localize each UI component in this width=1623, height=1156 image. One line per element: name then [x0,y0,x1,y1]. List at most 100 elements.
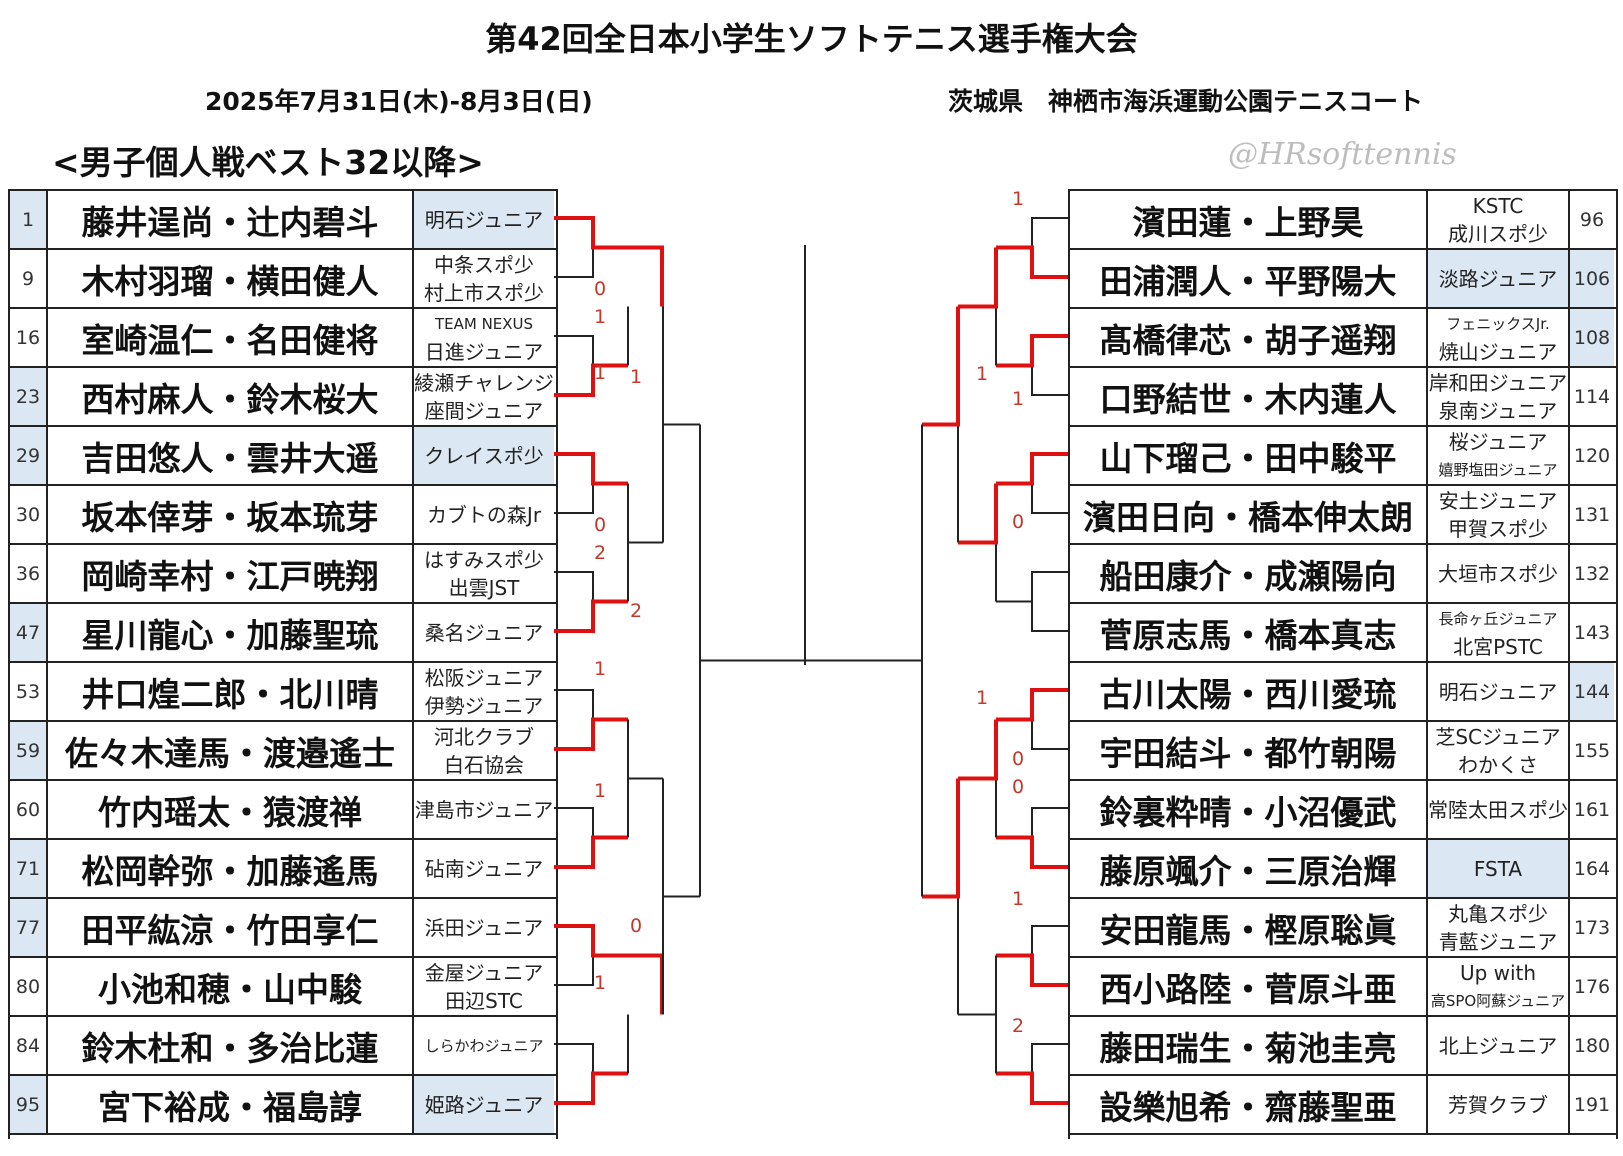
bracket-line [554,335,594,366]
event-venue: 茨城県 神栖市海浜運動公園テニスコート [948,87,1424,116]
winner-line [958,247,998,309]
club-name: 砧南ジュニア [414,840,554,897]
bracket-line [699,424,805,897]
club-line: 浜田ジュニア [424,915,544,940]
bracket-line [662,306,700,543]
seed-number: 176 [1573,975,1611,998]
match-score: 0 [1012,776,1024,798]
match-score: 2 [1012,1015,1024,1037]
bracket-line [1031,807,1068,838]
club-line: 村上市スポ少 [424,280,544,305]
seed-number: 71 [10,840,46,897]
player-names: 安田龍馬・樫原聡眞 [1099,910,1397,950]
cell-divider [1426,486,1428,543]
cell-divider [46,781,48,838]
cell-divider [46,840,48,897]
winner-line [996,452,1068,486]
winner-line [554,216,628,250]
club-name: 津島市ジュニア [414,781,554,838]
bracket-line [662,778,700,1015]
seed-number: 143 [1573,621,1611,644]
club-line: 焼山ジュニア [1438,339,1558,364]
cell-divider [412,722,414,779]
cell-divider [1426,250,1428,307]
club-line: 姫路ジュニア [424,1092,544,1117]
cell-divider [1426,958,1428,1015]
seed-number: 23 [10,368,46,425]
player-names: 佐々木達馬・渡邉遙士 [65,733,395,773]
cell-divider [1426,1076,1428,1133]
winner-line [958,719,998,781]
winner-line [628,953,664,1015]
player-names: 吉田悠人・雲井大遥 [81,438,379,478]
player-names: 鈴裏粋晴・小沼優武 [1099,792,1397,832]
club-line: 明石ジュニア [1438,679,1558,704]
club-line: Up with [1459,960,1537,985]
bracket-line [554,247,594,278]
seed-number: 60 [15,798,41,821]
player-names: 藤井逞尚・辻内碧斗 [81,202,379,242]
cell-divider [412,1076,414,1133]
seed-number: 161 [1573,798,1611,821]
club-name: 中条スポ少村上市スポ少 [414,250,554,307]
cell-divider [1426,427,1428,484]
club-line: 甲賀スポ少 [1448,516,1548,541]
winner-line [958,483,998,545]
cell-divider [1426,840,1428,897]
club-name: 大垣市スポ少 [1428,545,1568,602]
club-name: 長命ヶ丘ジュニア北宮PSTC [1428,604,1568,661]
club-name: 姫路ジュニア [414,1076,554,1133]
player-names: 西村麻人・鈴木桜大 [81,379,379,419]
match-score: 1 [594,972,606,994]
club-line: 明石ジュニア [424,207,544,232]
seed-number: 164 [1573,857,1611,880]
cell-divider [1568,604,1570,661]
club-line: 津島市ジュニア [414,797,554,822]
club-line: 淡路ジュニア [1438,266,1558,291]
bracket-line [1031,719,1068,750]
bracket-subtitle: <男子個人戦ベスト32以降> [52,143,484,182]
club-line: 芳賀クラブ [1448,1092,1548,1117]
winner-line [554,363,628,397]
bracket-line [1031,365,1068,396]
player-names: 船田康介・成瀬陽向 [1099,556,1397,596]
player-names: 宮下裕成・福島諄 [98,1087,362,1127]
club-line: 出雲JST [448,575,520,600]
club-line: TEAM NEXUS [434,314,534,333]
bracket-line [554,571,594,602]
cell-divider [412,368,414,425]
club-name: しらかわジュニア [414,1017,554,1074]
player-names: 濱田日向・橋本伸太朗 [1083,497,1413,537]
match-score: 1 [594,362,606,384]
club-line: 伊勢ジュニア [424,693,544,718]
bracket-line [554,955,594,986]
cell-divider [1426,309,1428,366]
winner-line [996,245,1068,279]
winner-line [922,778,960,899]
club-line: 長命ヶ丘ジュニア [1438,609,1558,628]
match-score: 1 [976,687,988,709]
cell-divider [46,191,48,248]
club-name: 河北クラブ白石協会 [414,722,554,779]
match-score: 1 [1012,188,1024,210]
cell-divider [1568,309,1570,366]
club-name: はすみスポ少出雲JST [414,545,554,602]
cell-divider [412,309,414,366]
cell-divider [1426,663,1428,720]
cell-divider [1568,191,1570,248]
club-line: わかくさ [1458,752,1538,777]
